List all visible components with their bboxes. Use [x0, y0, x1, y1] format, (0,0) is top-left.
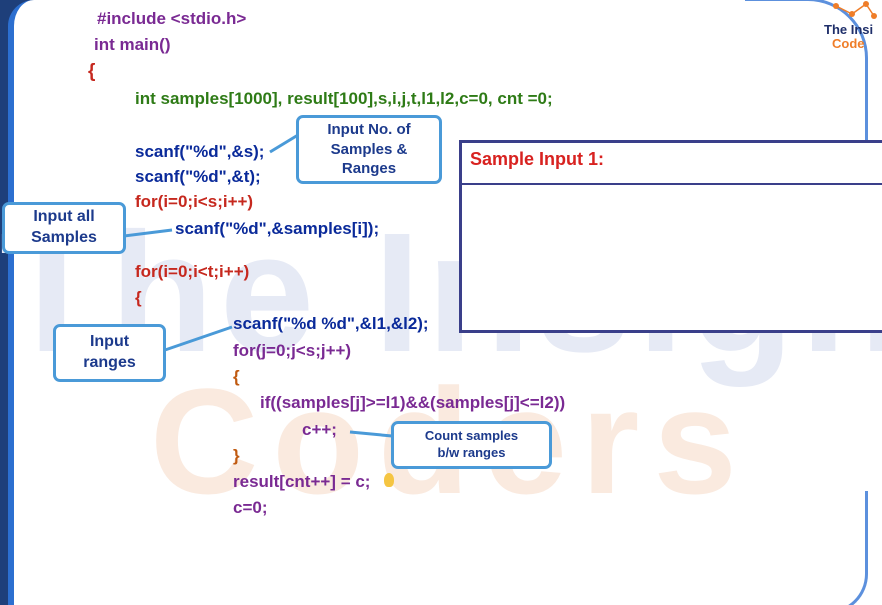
- code-include: #include <stdio.h>: [97, 9, 247, 28]
- code-declaration: int samples[1000], result[100],s,i,j,t,l…: [135, 89, 553, 108]
- logo-text-top: The Insi: [824, 22, 874, 37]
- callout-input-no-text: Input No. of Samples & Ranges: [327, 121, 411, 178]
- callout-input-no-of-samples: Input No. of Samples & Ranges: [296, 115, 442, 184]
- code-open-brace-2: {: [135, 288, 142, 307]
- code-scanf-samples: scanf("%d",&samples[i]);: [175, 219, 380, 238]
- code-c-reset: c=0;: [233, 498, 268, 517]
- callout-count-samples-text: Count samples b/w ranges: [424, 428, 519, 460]
- code-for-i-t: for(i=0;i<t;i++): [135, 262, 250, 281]
- callout-count-samples: Count samples b/w ranges: [391, 421, 552, 469]
- logo-text-bottom: Code: [832, 36, 865, 51]
- sample-input-title: Sample Input 1:: [470, 149, 605, 169]
- code-c-increment: c++;: [302, 420, 337, 439]
- sample-input-panel: Sample Input 1:: [459, 140, 882, 333]
- slide-frame-curve-bottom: [805, 491, 868, 605]
- brand-logo-icon: [833, 1, 877, 19]
- code-open-brace: {: [88, 61, 96, 82]
- sample-input-divider: [462, 183, 882, 185]
- code-close-brace-3: }: [233, 446, 240, 465]
- code-scanf-t: scanf("%d",&t);: [135, 167, 261, 186]
- code-for-j: for(j=0;j<s;j++): [233, 341, 352, 360]
- code-for-i-s: for(i=0;i<s;i++): [135, 192, 254, 211]
- code-open-brace-3: {: [233, 367, 240, 386]
- slide-frame-curve-top: [745, 0, 868, 141]
- code-if-condition: if((samples[j]>=l1)&&(samples[j]<=l2)): [260, 393, 566, 412]
- cursor-pointer-icon: [384, 473, 394, 487]
- callout-input-all-text: Input all Samples: [31, 208, 97, 246]
- callout-input-ranges: Input ranges: [53, 324, 166, 382]
- code-scanf-s: scanf("%d",&s);: [135, 142, 265, 161]
- callout-input-ranges-text: Input ranges: [83, 333, 136, 371]
- code-result-assign: result[cnt++] = c;: [233, 472, 371, 491]
- callout-input-all-samples: Input all Samples: [2, 202, 126, 254]
- code-scanf-l1l2: scanf("%d %d",&l1,&l2);: [233, 314, 429, 333]
- code-main: int main(): [94, 35, 171, 54]
